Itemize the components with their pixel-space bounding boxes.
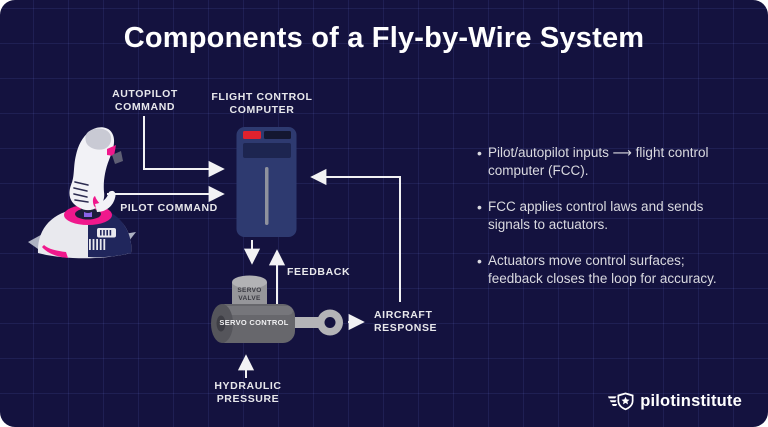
bullet-marker: • — [477, 199, 482, 215]
autopilot-command-arrow — [143, 116, 225, 178]
actuator-rod — [293, 317, 323, 328]
winged-badge-icon — [608, 392, 634, 411]
bullet-text: FCC applies control laws and sends signa… — [488, 199, 704, 232]
fcc-slot — [243, 143, 291, 158]
bullet-marker: • — [477, 145, 482, 161]
servo-actuator-illustration — [211, 275, 343, 343]
bullet-marker: • — [477, 253, 482, 269]
joystick-illustration — [28, 127, 136, 259]
list-item: • FCC applies control laws and sends sig… — [477, 198, 731, 234]
servo-control-body — [213, 304, 295, 343]
servo-valve-label: SERVO VALVE — [237, 287, 262, 302]
list-item: • Pilot/autopilot inputs ⟶ flight contro… — [477, 144, 731, 180]
pilot-institute-logo: pilotinstitute — [608, 392, 742, 411]
fcc-vertical-bar — [265, 167, 269, 225]
hydraulic-pressure-label: HYDRAULIC PRESSURE — [214, 380, 282, 405]
logo-text: pilotinstitute — [640, 392, 742, 410]
autopilot-command-label: AUTOPILOT COMMAND — [112, 88, 178, 113]
bullet-text: Actuators move control surfaces; feedbac… — [488, 253, 717, 286]
pilot-command-label: PILOT COMMAND — [120, 202, 218, 214]
fcc-red-indicator — [243, 131, 261, 139]
aircraft-response-label: AIRCRAFT RESPONSE — [374, 309, 438, 334]
feedback-loop-arrow — [310, 168, 401, 302]
page-title: Components of a Fly-by-Wire System — [123, 22, 645, 54]
summary-bullet-list: • Pilot/autopilot inputs ⟶ flight contro… — [477, 144, 731, 306]
feedback-label: FEEDBACK — [287, 266, 351, 278]
fcc-box-illustration — [236, 127, 297, 237]
bullet-text: Pilot/autopilot inputs ⟶ flight control … — [488, 145, 709, 178]
fcc-dark-indicator — [264, 131, 291, 139]
list-item: • Actuators move control surfaces; feedb… — [477, 252, 731, 288]
flight-control-computer-label: FLIGHT CONTROL COMPUTER — [211, 91, 313, 116]
servo-control-label: SERVO CONTROL — [219, 318, 289, 327]
connector-arrows — [107, 116, 401, 378]
